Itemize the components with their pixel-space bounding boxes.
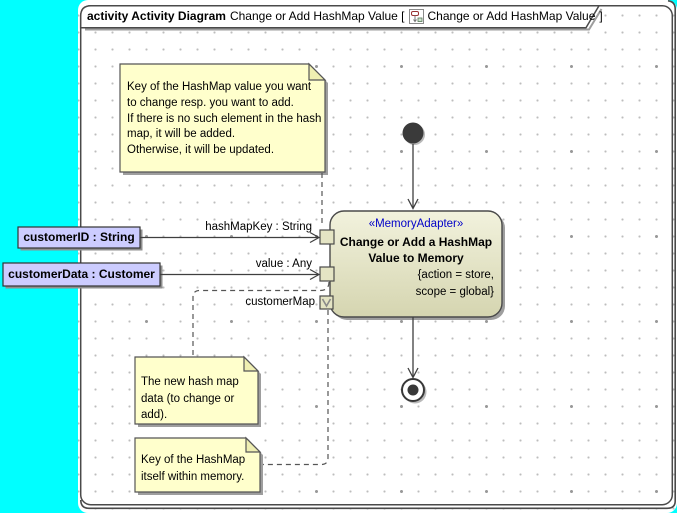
note-hashmap-key-shape[interactable] bbox=[119, 63, 326, 173]
param-label-customer-id: customerID : String bbox=[23, 230, 135, 244]
note-fold-corner bbox=[245, 436, 262, 453]
action-constraint: {action = store, scope = global} bbox=[415, 269, 494, 298]
note-new-data-shape[interactable] bbox=[134, 356, 259, 425]
frame-bracket-close: ] bbox=[599, 9, 603, 23]
pin-chevron-icon bbox=[321, 298, 332, 308]
note-fold-corner bbox=[308, 62, 327, 81]
frame-ref-label: Change or Add HashMap Value bbox=[427, 9, 596, 23]
note-key-memory-text: Key of the HashMap itself within memory. bbox=[141, 454, 246, 483]
anchor-note-to-value-pin[interactable] bbox=[192, 281, 330, 356]
pin-label-hashmapkey: hashMapKey : String bbox=[205, 221, 312, 233]
arrowhead bbox=[309, 231, 321, 244]
canvas-border bbox=[80, 0, 676, 510]
arrowhead bbox=[309, 268, 321, 281]
note-key-memory-shape[interactable] bbox=[134, 437, 261, 493]
frame-title[interactable]: activity Activity Diagram Change or Add … bbox=[87, 8, 603, 25]
frame-tab-shadow bbox=[85, 8, 603, 31]
action-stereotype: «MemoryAdapter» bbox=[368, 218, 464, 230]
arrowhead bbox=[407, 198, 419, 210]
input-pin-value[interactable] bbox=[319, 266, 335, 282]
param-label-customer-data: customerData : Customer bbox=[8, 267, 155, 281]
activity-diagram-icon bbox=[408, 9, 424, 24]
frame-kind-label: activity Activity Diagram bbox=[87, 9, 226, 23]
action-node[interactable] bbox=[329, 210, 503, 318]
input-pin-hashmapkey[interactable] bbox=[319, 229, 335, 245]
note-new-data-text: The new hash map data (to change or add)… bbox=[141, 376, 239, 421]
frame-title-tab[interactable] bbox=[79, 4, 601, 29]
note-fold-corner bbox=[243, 355, 260, 372]
initial-node[interactable] bbox=[402, 122, 424, 144]
anchor-note-to-customermap-pin[interactable] bbox=[261, 310, 329, 466]
frame-name-label: Change or Add HashMap Value [ bbox=[229, 9, 405, 23]
activity-final-node-core bbox=[407, 384, 419, 396]
pin-label-customermap: customerMap bbox=[245, 296, 315, 308]
action-name: Change or Add a HashMap Value to Memory bbox=[339, 235, 493, 265]
arrowhead bbox=[407, 367, 419, 379]
pin-label-value: value : Any bbox=[255, 258, 312, 270]
note-hashmap-key-text: Key of the HashMap value you want to cha… bbox=[127, 81, 322, 157]
